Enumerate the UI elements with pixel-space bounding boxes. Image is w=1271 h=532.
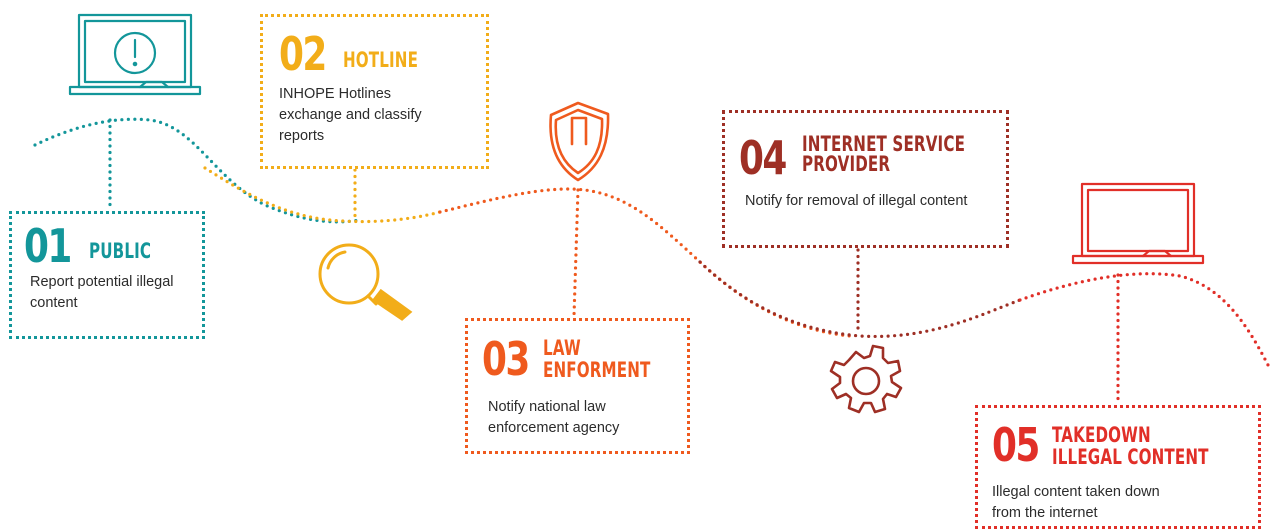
step-number: 04 xyxy=(739,131,787,185)
step-title-line-2: PROVIDER xyxy=(802,152,891,176)
path-segment-isp xyxy=(698,260,1022,339)
step-number: 05 xyxy=(992,418,1040,472)
laptop-alert-icon xyxy=(68,13,202,96)
step-title-line-1: LAW xyxy=(543,336,581,360)
step-title: PUBLIC xyxy=(89,239,152,263)
step-takedown-illegal-content: 05 TAKEDOWN ILLEGAL CONTENT Illegal cont… xyxy=(975,405,1261,529)
step-internet-service-provider: 04 INTERNET SERVICE PROVIDER Notify for … xyxy=(722,110,1009,248)
laptop-icon xyxy=(1071,182,1205,265)
step-description: Notify for removal of illegal content xyxy=(745,193,968,209)
step-title-line-1: TAKEDOWN xyxy=(1052,423,1151,447)
path-segment-takedown xyxy=(1018,272,1270,367)
step-public: 01 PUBLIC Report potential illegal conte… xyxy=(9,211,205,339)
step-law-enforcement: 03 LAW ENFORMENT Notify national law enf… xyxy=(465,318,690,454)
magnifier-icon xyxy=(318,243,413,321)
shield-icon xyxy=(549,101,610,182)
step-title-line-1: INTERNET SERVICE xyxy=(802,132,966,156)
step-title-line-2: ILLEGAL CONTENT xyxy=(1052,445,1209,469)
step-hotline: 02 HOTLINE INHOPE Hotlines exchange and … xyxy=(260,14,489,169)
path-segment-hotline xyxy=(203,166,442,224)
step-title-line-2: ENFORMENT xyxy=(543,358,651,382)
path-segment-public xyxy=(33,117,362,224)
gear-icon xyxy=(829,344,903,414)
step-description: Notify national law enforcement agency xyxy=(488,399,620,436)
step-description: INHOPE Hotlines exchange and classify re… xyxy=(279,86,422,144)
step-number: 02 xyxy=(279,27,327,81)
step-title: HOTLINE xyxy=(343,48,419,72)
step-description: Illegal content taken down from the inte… xyxy=(992,484,1160,521)
step-number: 03 xyxy=(482,332,530,386)
connector-law xyxy=(572,188,580,318)
path-segment-law xyxy=(438,187,852,338)
step-description: Report potential illegal content xyxy=(30,274,174,311)
step-number: 01 xyxy=(24,219,72,273)
